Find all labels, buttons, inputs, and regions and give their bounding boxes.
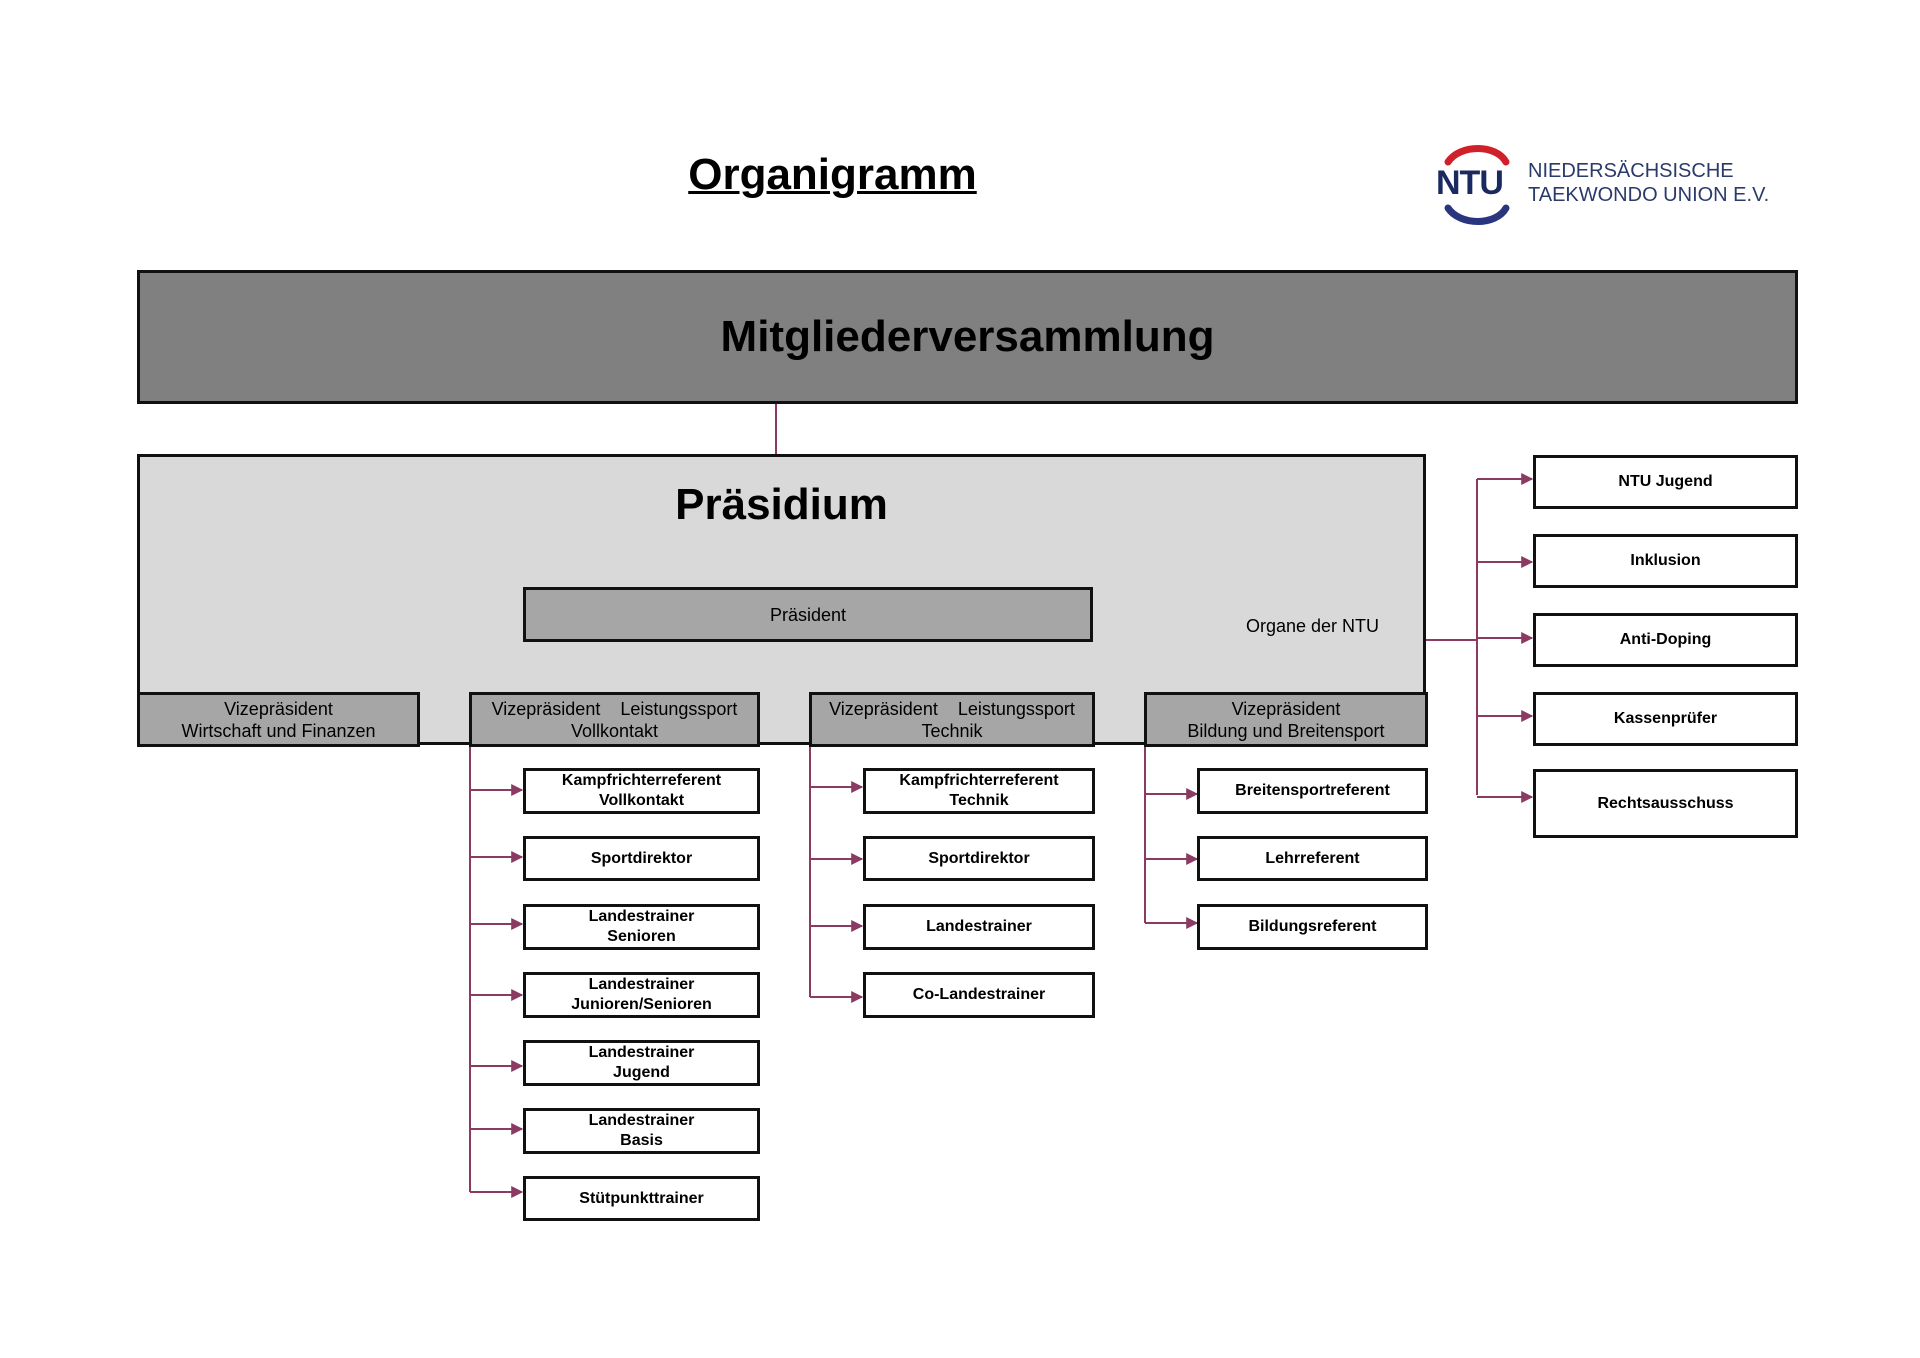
vp-leistungssport-technik: Vizepräsident Leistungssport Technik [809, 692, 1095, 747]
ntu-logo: NTU NIEDERSÄCHSISCHE TAEKWONDO UNION E.V… [1430, 140, 1790, 230]
organe-label: Organe der NTU [1245, 616, 1380, 636]
vp-leistungssport-vollkontakt: Vizepräsident Leistungssport Vollkontakt [469, 692, 760, 747]
organ-ntu-jugend: NTU Jugend [1533, 455, 1798, 509]
logo-text-line2: TAEKWONDO UNION E.V. [1528, 184, 1770, 206]
breitensportreferent: Breitensportreferent [1197, 768, 1428, 814]
landestrainer-senioren: Landestrainer Senioren [523, 904, 760, 950]
logo-text-line1: NIEDERSÄCHSISCHE [1528, 160, 1734, 182]
bildungsreferent: Bildungsreferent [1197, 904, 1428, 950]
co-landestrainer: Co-Landestrainer [863, 972, 1095, 1018]
organ-inklusion: Inklusion [1533, 534, 1798, 588]
sportdirektor-technik: Sportdirektor [863, 836, 1095, 881]
organ-anti-doping: Anti-Doping [1533, 613, 1798, 667]
landestrainer-junioren-senioren: Landestrainer Junioren/Senioren [523, 972, 760, 1018]
kampfrichterreferent-technik: Kampfrichterreferent Technik [863, 768, 1095, 814]
mitgliederversammlung-label: Mitgliederversammlung [720, 312, 1215, 361]
vp-bildung-breitensport: Vizepräsident Bildung und Breitensport [1144, 692, 1428, 747]
page-title: Organigramm [688, 150, 977, 199]
president-box: Präsident [523, 587, 1093, 642]
landestrainer-jugend: Landestrainer Jugend [523, 1040, 760, 1086]
ntu-logo-icon [1444, 145, 1510, 225]
organ-kassenpruefer: Kassenprüfer [1533, 692, 1798, 746]
organ-rechtsausschuss: Rechtsausschuss [1533, 769, 1798, 838]
sportdirektor-vollkontakt: Sportdirektor [523, 836, 760, 881]
landestrainer-basis: Landestrainer Basis [523, 1108, 760, 1154]
landestrainer-technik: Landestrainer [863, 904, 1095, 950]
mitgliederversammlung-box: Mitgliederversammlung [137, 270, 1798, 404]
logo-abbreviation: NTU [1436, 164, 1504, 202]
stuetzpunkttrainer: Stütpunkttrainer [523, 1176, 760, 1221]
praesidium-title: Präsidium [675, 480, 888, 529]
lehrreferent: Lehrreferent [1197, 836, 1428, 881]
kampfrichterreferent-vollkontakt: Kampfrichterreferent Vollkontakt [523, 768, 760, 814]
vp-wirtschaft-finanzen: Vizepräsident Wirtschaft und Finanzen [137, 692, 420, 747]
